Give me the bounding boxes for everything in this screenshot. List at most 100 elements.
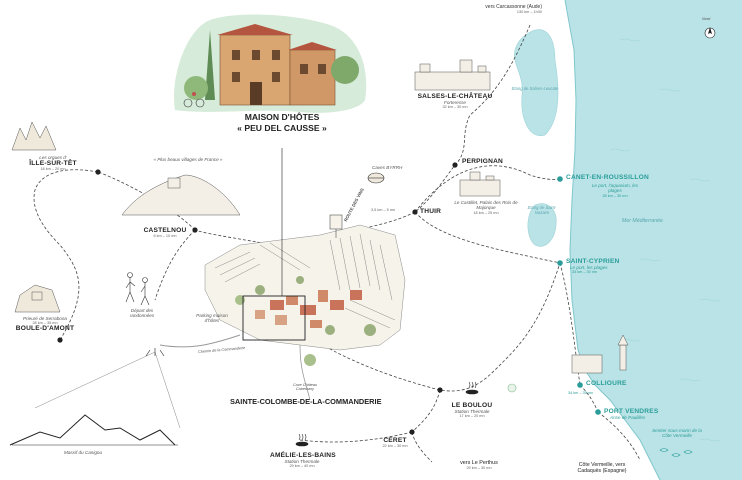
- viewpoint-icon: [145, 348, 165, 357]
- carcassonne-distance: 130 km – 1h30: [516, 10, 542, 15]
- boule-sub: Prieuré de Serrabona: [23, 316, 67, 321]
- parking-label: Parking maison d'hôtes: [196, 313, 228, 324]
- place-castelnou: CASTELNOU 6 km – 10 mn: [140, 227, 190, 238]
- dot-boulou: [437, 387, 443, 393]
- road-commanderie: [159, 334, 241, 348]
- castelnou-distance: 6 km – 10 mn: [153, 234, 177, 238]
- thuir-name: THUIR: [420, 208, 442, 215]
- place-boulou: LE BOULOU Station Thermale 17 km – 20 mn: [446, 402, 498, 418]
- boule-name: BOULE-D'AMONT: [15, 325, 75, 333]
- dot-boule: [57, 337, 63, 343]
- perpignan-name: PERPIGNAN: [462, 158, 504, 165]
- chateau-label: Cave Château Cabestany: [292, 383, 318, 391]
- canet-distance: 28 km – 30 mn: [602, 193, 628, 198]
- canet-sub: Le port, l'aquarium, les plages: [591, 183, 639, 194]
- collioure-distance: 34 km – 35 mn: [568, 391, 594, 395]
- dot-perpignan: [452, 162, 458, 168]
- place-perthus: vers Le Perthus 29 km – 30 mn: [452, 460, 506, 470]
- dot-canet: [557, 176, 563, 182]
- dot-ille: [95, 169, 101, 175]
- collioure-name: COLLIOURE: [586, 380, 627, 387]
- amelie-sub: Station Thermale: [284, 459, 320, 464]
- canet-name: CANET-EN-ROUSSILLON: [566, 174, 649, 181]
- route-des-vins-sign: [329, 214, 343, 238]
- etang-saint-nazaire: [527, 203, 557, 247]
- sentier-label: Sentier sous-marin de la Côte Vermeille: [652, 428, 702, 439]
- place-salses: SALSES-LE-CHÂTEAU Forteresse 32 km – 30 …: [415, 93, 495, 109]
- ille-orgues-sketch: [11, 121, 57, 151]
- depart-label: Départ des randonnées: [129, 308, 155, 319]
- sea-waves: [609, 38, 721, 442]
- ille-name: ÎLLE-SUR-TÊT: [29, 160, 77, 168]
- salses-castle-sketch: [414, 59, 491, 91]
- canigou-mountains: [9, 414, 176, 446]
- maison-illustration: [174, 14, 367, 113]
- fish-icons: [659, 448, 693, 457]
- etang-stnazaire-label: Etang de Saint-Nazaire: [527, 205, 557, 215]
- thermal-icon-boulou: [465, 381, 479, 395]
- guesthouse-title-line2: « PEU DEL CAUSSE »: [237, 123, 327, 133]
- castelnou-name: CASTELNOU: [143, 227, 187, 234]
- cadaques-label: Côte Vermeille, vers Cadaquès (Espagne): [577, 462, 627, 474]
- dot-ceret: [409, 429, 415, 435]
- salses-name: SALSES-LE-CHÂTEAU: [417, 93, 493, 100]
- place-cyprien: SAINT-CYPRIEN Le port, les plages 33 km …: [566, 258, 620, 274]
- thermal-icon-amelie: [295, 433, 309, 447]
- ille-sub: Les orgues d': [39, 155, 67, 160]
- cyprien-distance: 33 km – 30 mn: [572, 270, 598, 275]
- dot-portvendres: [595, 409, 601, 415]
- perpignan-sub: Le Castillet, Palais des Rois de Majorqu…: [454, 200, 518, 211]
- place-canet-details: Le port, l'aquarium, les plages 28 km – …: [585, 183, 645, 198]
- sea-label: Mer Méditerranée: [622, 218, 663, 224]
- canigou-view-line-2: [154, 351, 181, 429]
- compass-icon: [704, 27, 716, 39]
- coast-dots: [557, 176, 601, 415]
- dot-castelnou: [192, 227, 198, 233]
- place-ceret: CERET 22 km – 30 mn: [375, 437, 415, 448]
- boulou-distance: 17 km – 20 mn: [459, 414, 485, 419]
- canigou-view-line-1: [34, 351, 156, 409]
- amelie-distance: 29 km – 40 mn: [289, 464, 315, 469]
- amelie-name: AMÉLIE-LES-BAINS: [270, 452, 336, 459]
- guesthouse-title-line1: MAISON D'HÔTES: [244, 112, 320, 122]
- place-portvendres: PORT VENDRES Anse de Paulilles: [604, 408, 658, 420]
- thuir-sub: Caves BYRRH: [372, 165, 403, 170]
- place-amelie: AMÉLIE-LES-BAINS Station Thermale 29 km …: [270, 452, 336, 469]
- autoroute-marker: [507, 383, 517, 393]
- carcassonne-name: vers Carcassonne (Aude): [485, 4, 542, 10]
- place-carcassonne: vers Carcassonne (Aude) 130 km – 1h30: [452, 4, 542, 15]
- boule-sketch: [14, 284, 61, 313]
- ceret-name: CERET: [383, 437, 407, 444]
- hikers-sketch: [125, 272, 150, 306]
- place-ille: Les orgues d' ÎLLE-SUR-TÊT 18 km – 20 mn: [18, 155, 88, 171]
- boulou-sub: Station Thermale: [454, 409, 490, 414]
- place-canet: CANET-EN-ROUSSILLON: [566, 174, 649, 181]
- castelnou-sketch: [121, 174, 241, 216]
- mediterranean-sea: [565, 0, 742, 480]
- etang-salses-label: Etang de Salses-Leucate: [511, 86, 559, 91]
- portvendres-sub: Anse de Paulilles: [610, 415, 646, 420]
- byrrh-barrel-icon: [367, 172, 385, 184]
- perpignan-distance: 18 km – 25 mn: [473, 210, 499, 215]
- ille-distance: 18 km – 20 mn: [40, 167, 66, 172]
- boulou-name: LE BOULOU: [451, 402, 493, 409]
- canigou-label: Massif du Canigou: [64, 450, 103, 455]
- place-boule: Prieuré de Serrabona 28 km – 35 mn BOULE…: [10, 316, 80, 332]
- salses-distance: 32 km – 30 mn: [442, 105, 468, 110]
- dot-cyprien: [557, 260, 563, 266]
- village-name: SAINTE-COLOMBE-DE-LA-COMMANDERIE: [230, 397, 382, 406]
- perpignan-sketch: [459, 171, 501, 197]
- dot-thuir: [412, 209, 418, 215]
- location-dots: [57, 162, 458, 435]
- maison-highlight-box: [242, 295, 306, 341]
- compass-label: Nord: [702, 17, 711, 21]
- coastline: [564, 0, 661, 480]
- perthus-name: vers Le Perthus: [460, 460, 498, 466]
- collioure-sketch: [571, 334, 629, 374]
- boule-distance: 28 km – 35 mn: [32, 321, 58, 326]
- castelnou-sub: « Plus beaux villages de France »: [153, 157, 223, 162]
- cyprien-name: SAINT-CYPRIEN: [566, 258, 620, 265]
- etang-salses: [514, 29, 559, 137]
